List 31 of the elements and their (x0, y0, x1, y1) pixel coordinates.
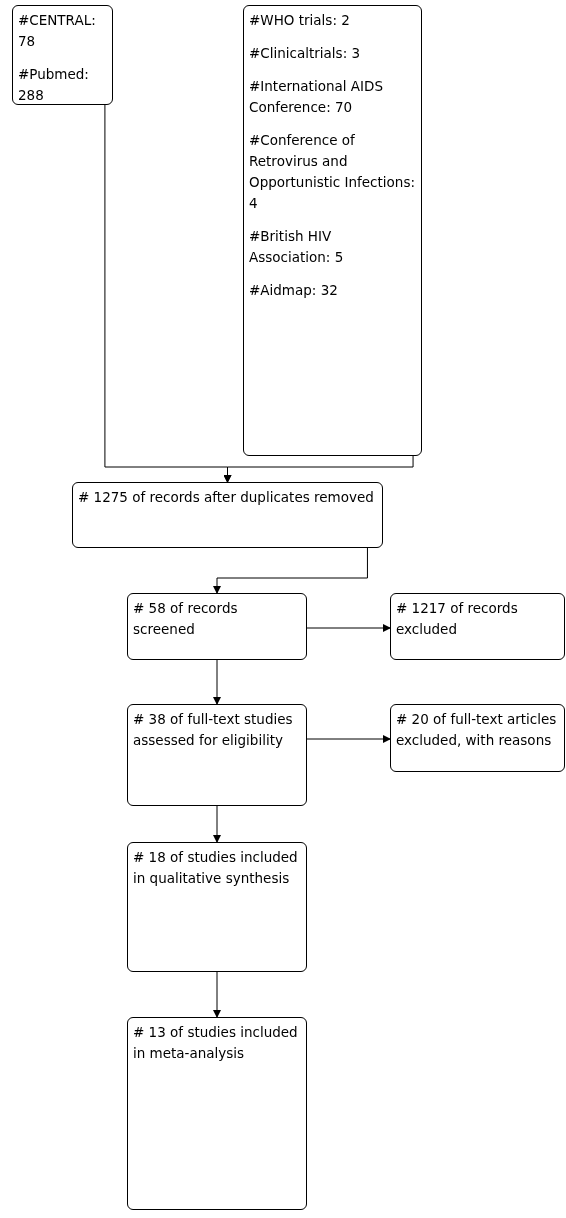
exclusion-box (390, 593, 565, 660)
source-box (12, 5, 113, 105)
exclusion-box (390, 704, 565, 772)
arrow (213, 547, 368, 594)
arrow (213, 659, 221, 705)
arrow (306, 735, 391, 743)
process-box (127, 1017, 307, 1210)
process-box (127, 593, 307, 660)
box-text: #International AIDS Conference: 70 (249, 77, 384, 117)
box-text: #CENTRAL: 78 (18, 11, 97, 51)
arrow (306, 624, 391, 632)
box-text: #British HIV Association: 5 (249, 227, 345, 267)
box-text: # 1217 of records excluded (396, 599, 519, 639)
box-text: # 18 of studies included in qualitative synthesis (133, 848, 299, 888)
box-text: # 13 of studies included in meta-analysis (133, 1023, 299, 1063)
process-box (127, 704, 307, 806)
box-text: #Clinicaltrials: 3 (249, 44, 362, 63)
source-box (243, 5, 422, 456)
arrow (213, 971, 221, 1018)
process-box (127, 842, 307, 972)
box-text: # 20 of full-text articles excluded, with reasons (396, 710, 558, 750)
box-text: #WHO trials: 2 (249, 11, 351, 30)
arrow (213, 805, 221, 843)
arrow (223, 455, 414, 483)
process-box (72, 482, 383, 548)
box-text: #Conference of Retrovirus and Opportunistic Infections: 4 (249, 131, 416, 213)
box-text: # 58 of records screened (133, 599, 239, 639)
box-text: #Pubmed: 288 (18, 65, 90, 105)
box-text: #Aidmap: 32 (249, 281, 339, 300)
box-text: # 38 of full-text studies assessed for eligibility (133, 710, 294, 750)
box-text: # 1275 of records after duplicates removed (78, 488, 375, 507)
